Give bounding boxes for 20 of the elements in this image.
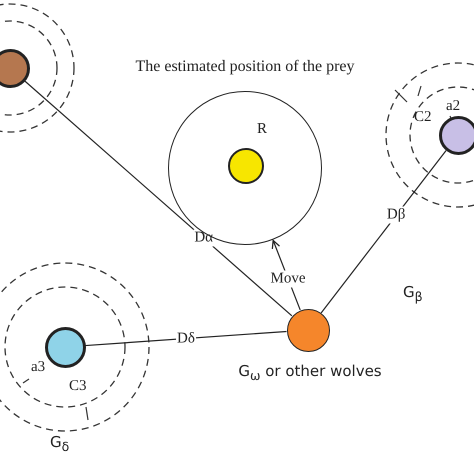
radius-label: a2 [446, 98, 460, 115]
radius-label: C3 [69, 378, 87, 395]
wolf-circle [286, 308, 330, 352]
connector-line [24, 80, 292, 316]
heading: The estimated position of the prey [135, 58, 355, 75]
edge-label: Move [270, 270, 307, 288]
edge-label: Dα [193, 230, 214, 247]
radius-label: G$_{β}$ [403, 284, 423, 305]
wolf-circle [44, 326, 86, 368]
radius-label: a3 [31, 359, 46, 376]
wolf-label: G$_{ω}$ or other wolves [238, 362, 382, 383]
connector-line [320, 150, 447, 314]
edge-label: Dβ [386, 206, 406, 224]
connector-line [85, 330, 287, 346]
wolf-circle [0, 48, 30, 88]
radius-label: G$_{δ}$ [50, 434, 70, 455]
radius-label: R [257, 121, 268, 138]
radius-label: C2 [414, 109, 432, 126]
wolf-circle [438, 116, 474, 154]
prey-circle [228, 148, 264, 184]
